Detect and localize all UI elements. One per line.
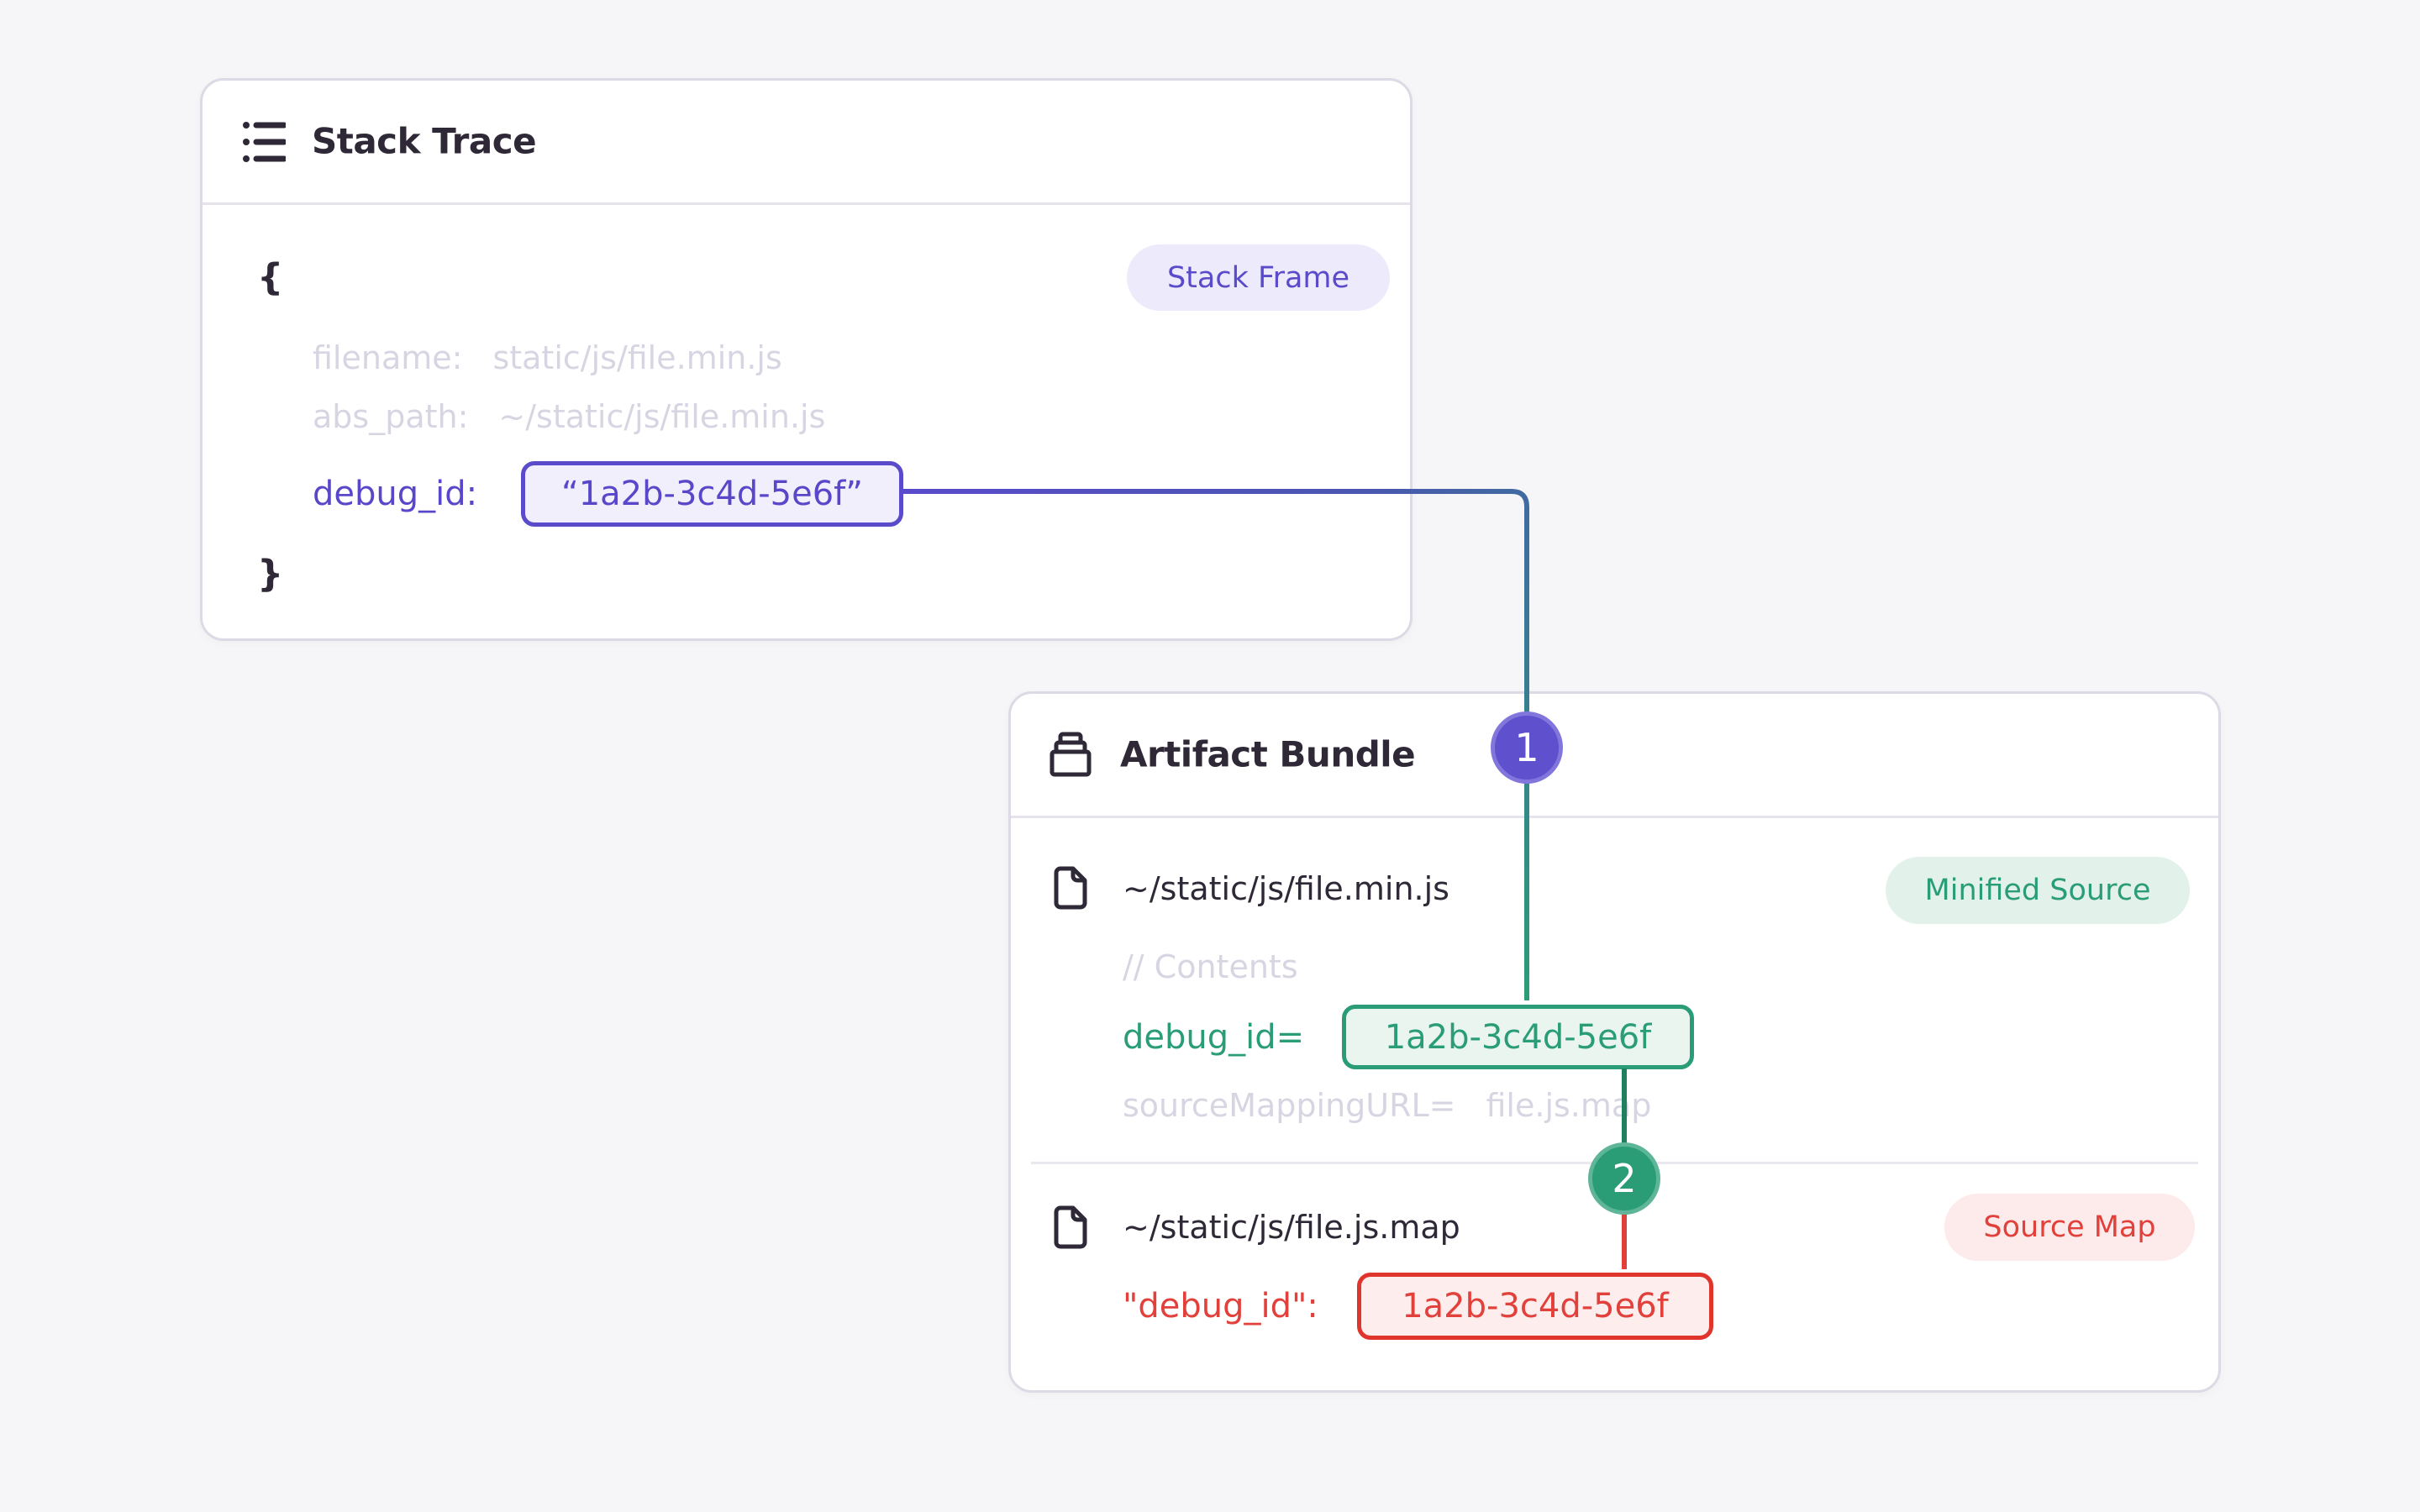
artifact-bundle-card-header: Artifact Bundle: [1011, 694, 2218, 818]
file-icon: [1054, 866, 1087, 910]
artifact-bundle-title: Artifact Bundle: [1120, 733, 1416, 775]
stack-trace-title: Stack Trace: [312, 120, 537, 162]
file-icon: [1054, 1205, 1087, 1249]
source-map-badge: Source Map: [1944, 1194, 2195, 1261]
stack-debug-id-label: debug_id:: [313, 475, 478, 513]
bundle-debug-id-box: 1a2b-3c4d-5e6f: [1342, 1005, 1694, 1069]
contents-comment: // Contents: [1123, 948, 1298, 985]
artifact-bundle-card: Artifact Bundle ~/static/js/file.min.js …: [1008, 691, 2221, 1393]
minified-file-path: ~/static/js/file.min.js: [1123, 870, 1449, 907]
brace-close: }: [257, 552, 284, 596]
stack-debug-id-box: “1a2b-3c4d-5e6f”: [521, 461, 903, 527]
list-icon: [243, 122, 286, 162]
archive-box-icon: [1050, 732, 1092, 777]
source-map-file-path: ~/static/js/file.js.map: [1123, 1209, 1460, 1246]
stack-trace-card: Stack Trace { Stack Frame filename: stati…: [200, 78, 1413, 641]
source-mapping-row: sourceMappingURL= file.js.map: [1123, 1087, 1651, 1124]
filename-key: filename:: [313, 339, 463, 376]
source-mapping-value: file.js.map: [1486, 1087, 1652, 1124]
map-debug-id-label: "debug_id":: [1123, 1287, 1318, 1326]
minified-source-badge: Minified Source: [1886, 857, 2190, 924]
abs-path-key: abs_path:: [313, 398, 469, 435]
filename-value: static/js/file.min.js: [492, 339, 782, 376]
source-mapping-key: sourceMappingURL=: [1123, 1087, 1456, 1124]
bundle-debug-id-label: debug_id=: [1123, 1018, 1305, 1057]
filename-row: filename: static/js/file.min.js: [313, 339, 782, 376]
step-1-marker: 1: [1491, 711, 1563, 784]
abs-path-value: ~/static/js/file.min.js: [498, 398, 826, 435]
brace-open: {: [257, 255, 284, 299]
step-2-marker: 2: [1588, 1142, 1660, 1215]
stack-trace-card-header: Stack Trace: [203, 81, 1410, 205]
map-debug-id-box: 1a2b-3c4d-5e6f: [1357, 1273, 1713, 1340]
stack-frame-badge: Stack Frame: [1127, 244, 1390, 311]
abs-path-row: abs_path: ~/static/js/file.min.js: [313, 398, 825, 435]
